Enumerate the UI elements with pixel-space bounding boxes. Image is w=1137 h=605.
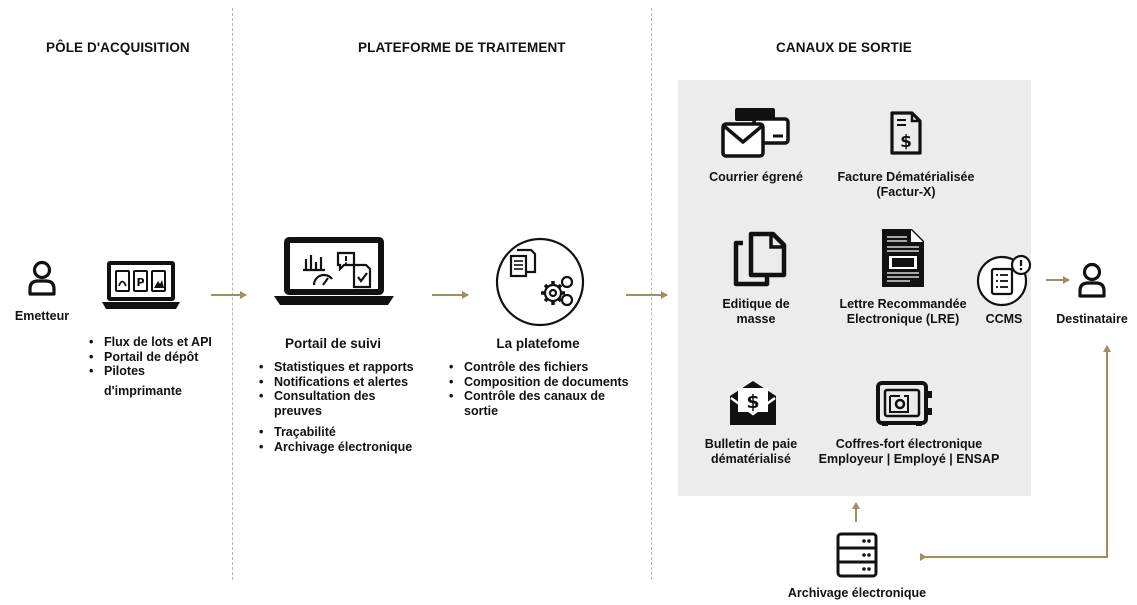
svg-text:P: P xyxy=(136,276,144,289)
server-icon xyxy=(836,532,878,578)
checklist-alert-icon xyxy=(976,254,1032,307)
plateforme-feature-list: Contrôle des fichiers Composition de doc… xyxy=(449,360,629,404)
channel-coffre-label: Coffres-fort électronique Employeur | Em… xyxy=(812,437,1006,467)
ccms-label: CCMS xyxy=(985,312,1023,326)
destinataire-label: Destinataire xyxy=(1056,312,1128,326)
channel-coffre-line2: Employeur | Employé | ENSAP xyxy=(818,452,1000,466)
emetteur-label: Emetteur xyxy=(14,309,70,323)
column-title-acquisition: PÔLE D'ACQUISITION xyxy=(46,40,190,55)
acquisition-feature-list: Flux de lots et API Portail de dépôt Pil… xyxy=(89,335,212,379)
column-title-traitement: PLATEFORME DE TRAITEMENT xyxy=(358,40,566,55)
destinataire-user-icon xyxy=(1078,262,1106,298)
acquisition-item: Flux de lots et API xyxy=(89,335,212,350)
portail-item: Archivage électronique xyxy=(259,440,412,455)
invoice-icon: $ xyxy=(890,111,922,155)
column-title-sortie: CANAUX DE SORTIE xyxy=(776,40,912,55)
payslip-envelope-icon: $ xyxy=(730,381,776,425)
plateforme-item: Contrôle des fichiers xyxy=(449,360,629,375)
mail-icon xyxy=(721,108,790,158)
channel-lre-line1: Lettre Recommandée xyxy=(839,297,967,311)
channel-bulletin-line1: Bulletin de paie xyxy=(704,437,798,451)
svg-text:$: $ xyxy=(746,391,759,413)
channel-coffre-line1: Coffres-fort électronique xyxy=(835,437,983,451)
channel-lre-line2: Electronique (LRE) xyxy=(846,312,960,326)
copy-documents-icon xyxy=(733,231,787,287)
channel-bulletin-label: Bulletin de paie dématérialisé xyxy=(696,437,806,467)
laptop-dashboard-icon xyxy=(274,237,394,305)
channel-facture-label: Facture Dématérialisée (Factur-X) xyxy=(826,170,986,200)
portail-item: Consultation des xyxy=(259,389,414,404)
acquisition-item: Portail de dépôt xyxy=(89,350,212,365)
plateforme-item: Contrôle des canaux de xyxy=(449,389,629,404)
registered-letter-icon xyxy=(882,229,924,287)
channel-editique-line1: Editique de xyxy=(722,297,790,311)
channel-facture-line1: Facture Dématérialisée xyxy=(837,170,975,184)
emetteur-user-icon xyxy=(28,260,56,296)
portail-feature-list-2: Traçabilité Archivage électronique xyxy=(259,425,412,454)
portail-item-continuation: preuves xyxy=(274,404,322,418)
channel-lre-label: Lettre Recommandée Electronique (LRE) xyxy=(832,297,974,327)
safe-icon xyxy=(876,381,932,426)
channel-courrier-label: Courrier égrené xyxy=(709,170,803,184)
channel-editique-line2: masse xyxy=(736,312,776,326)
portail-item: Notifications et alertes xyxy=(259,375,414,390)
portail-title: Portail de suivi xyxy=(284,336,382,351)
svg-text:$: $ xyxy=(900,132,912,152)
portail-feature-list: Statistiques et rapports Notifications e… xyxy=(259,360,414,404)
portail-item: Statistiques et rapports xyxy=(259,360,414,375)
documents-gears-icon xyxy=(495,237,585,327)
plateforme-title: La platefome xyxy=(496,336,580,351)
channel-facture-line2: (Factur-X) xyxy=(876,185,936,199)
laptop-documents-icon: P xyxy=(102,261,180,309)
plateforme-item-continuation: sortie xyxy=(464,404,499,418)
portail-item: Traçabilité xyxy=(259,425,412,440)
acquisition-item-continuation: d'imprimante xyxy=(104,384,182,398)
channel-bulletin-line2: dématérialisé xyxy=(711,452,791,466)
acquisition-item: Pilotes xyxy=(89,364,212,379)
channel-editique-label: Editique de masse xyxy=(696,297,816,327)
archivage-label: Archivage électronique xyxy=(787,586,927,600)
arrow-archivage-destinataire xyxy=(920,345,1111,561)
plateforme-item: Composition de documents xyxy=(449,375,629,390)
